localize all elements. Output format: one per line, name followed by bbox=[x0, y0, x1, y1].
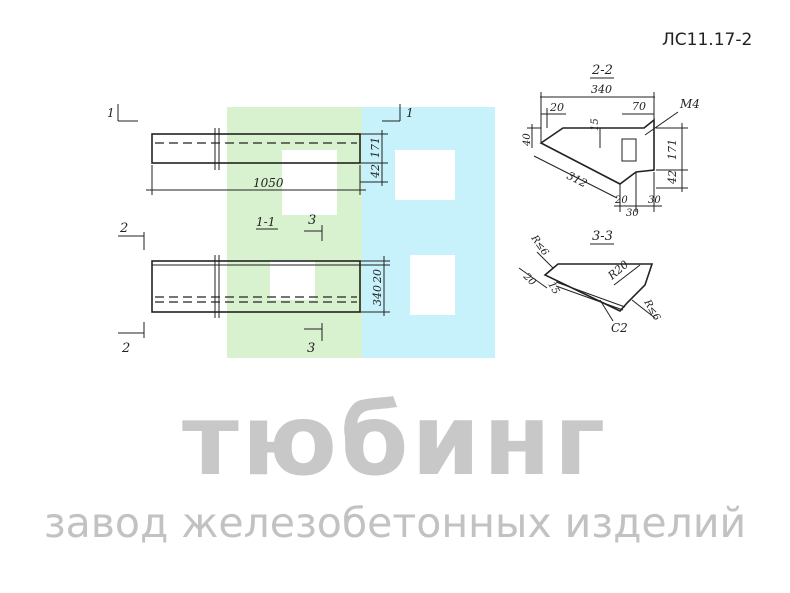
dim-30a-section: 30 bbox=[626, 208, 639, 219]
dim-1050: 1050 bbox=[253, 176, 284, 190]
section-2-2-title: 2-2 bbox=[591, 63, 613, 78]
dim-340-section: 340 bbox=[591, 83, 612, 96]
product-code: ЛС11.17-2 bbox=[662, 30, 753, 50]
section-2-top: 2 bbox=[119, 221, 128, 236]
logo-white-cut-1 bbox=[282, 150, 337, 215]
dim-171-section: 171 bbox=[666, 139, 679, 160]
section-3-bottom: 3 bbox=[307, 341, 315, 356]
top-view: 1 1 171 42 1050 bbox=[107, 104, 414, 195]
dim-20-section: 20 bbox=[549, 101, 564, 114]
logo-white-cut-4 bbox=[270, 260, 315, 300]
brand-name: тюбинг bbox=[181, 384, 609, 498]
section-3-3: 3-3 R≤6 R20 20 15 R≤6 C2 bbox=[518, 229, 662, 335]
section-3-3-title: 3-3 bbox=[592, 229, 613, 244]
cut-label-right: 1 bbox=[406, 106, 414, 120]
anchor-m4: M4 bbox=[679, 97, 700, 111]
section-3-top: 3 bbox=[308, 213, 316, 228]
dim-15-section: 15 bbox=[590, 118, 601, 131]
brand-tagline: завод железобетонных изделий bbox=[43, 499, 747, 547]
section-2-2: 2-2 340 20 70 M4 15 40 171 bbox=[522, 63, 700, 219]
dim-20-front: 20 bbox=[371, 269, 384, 284]
radius-20: R20 bbox=[605, 258, 631, 283]
logo-white-cut-2 bbox=[395, 150, 455, 200]
dim-340-front: 340 bbox=[371, 285, 384, 306]
dim-171: 171 bbox=[369, 137, 382, 158]
logo-white-cut-3 bbox=[410, 255, 455, 315]
dim-42: 42 bbox=[369, 164, 382, 179]
dim-20b-section: 20 bbox=[614, 195, 628, 206]
dim-30b-section: 30 bbox=[648, 195, 661, 206]
rebar-c2: C2 bbox=[611, 321, 628, 335]
logo-cyan-block bbox=[362, 107, 495, 358]
cut-label-left: 1 bbox=[107, 106, 115, 120]
dim-40-section: 40 bbox=[522, 133, 533, 147]
radius-right: R≤6 bbox=[641, 297, 662, 323]
dim-42-section: 42 bbox=[666, 170, 679, 185]
dim-312-section: 312 bbox=[565, 169, 590, 190]
front-view: 2 2 1-1 3 3 20 340 bbox=[118, 213, 390, 356]
logo-green-block bbox=[227, 107, 362, 358]
dim-70-section: 70 bbox=[632, 100, 646, 113]
section-2-bottom: 2 bbox=[121, 341, 130, 356]
section-1-1: 1-1 bbox=[256, 215, 275, 229]
